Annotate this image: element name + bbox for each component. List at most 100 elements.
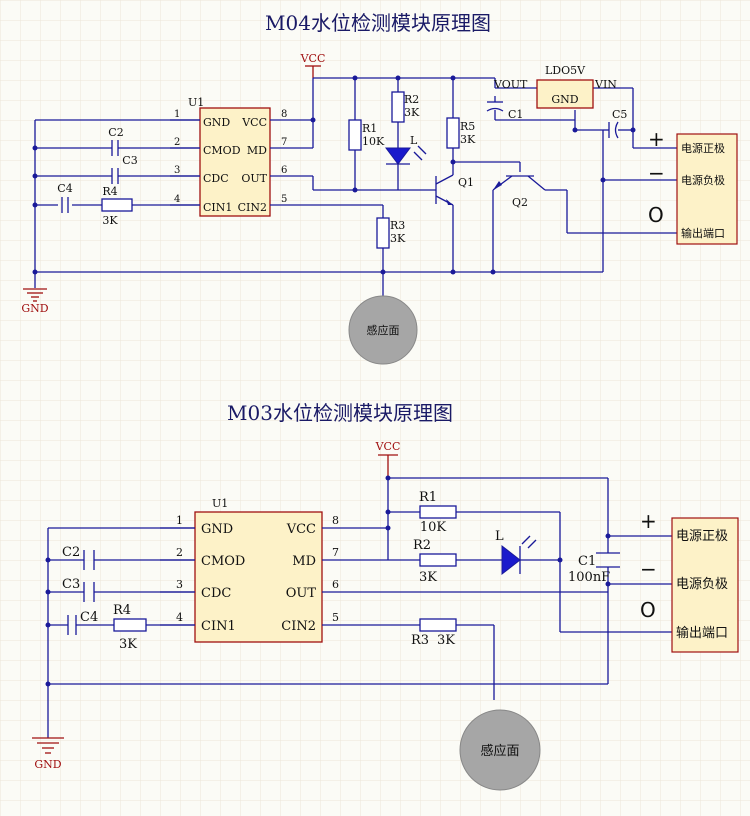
m04-transistor-q2: Q2: [492, 175, 546, 209]
m04-ldo-label: LDO5V: [545, 64, 586, 77]
m04-pinnum-1: 1: [174, 109, 180, 120]
m03-r2-value: 3K: [419, 570, 437, 585]
m03-r3-label: R3: [411, 633, 429, 648]
m04-capacitor-c2: C2: [108, 126, 130, 156]
m04-pin-cin1: CIN1: [203, 201, 232, 214]
m03-pin-cdc: CDC: [201, 586, 231, 601]
m03-r1-label: R1: [419, 490, 437, 505]
m03-resistor-r2: R2 3K: [413, 538, 457, 585]
m03-ic-u1: U1 GND CMOD CDC CIN1 VCC MD OUT CIN2 1 2…: [160, 497, 356, 643]
m04-ic-u1: U1 GND CMOD CDC CIN1 VCC MD OUT CIN2 1 2…: [170, 96, 290, 217]
m04-resistor-r2: R2 3K: [391, 91, 420, 123]
m04-term-out: 输出端口: [681, 226, 725, 240]
m03-led: L: [495, 529, 537, 576]
m04-r3-label: R3: [390, 219, 405, 232]
m03-capacitor-c2: C2: [62, 545, 95, 570]
m04-pinnum-8: 8: [281, 109, 287, 120]
m04-terminal-block: 电源正极 电源负极 输出端口 + − O: [648, 127, 738, 245]
m03-led-label: L: [495, 529, 504, 544]
m04-c4-label: C4: [57, 182, 72, 195]
m03-pin-gnd: GND: [201, 522, 233, 537]
m03-pin-cmod: CMOD: [201, 554, 245, 569]
m03-c1-value: 100nF: [568, 570, 610, 585]
m03-resistor-r1: R1 10K: [419, 490, 457, 535]
m04-r4-label: R4: [102, 185, 117, 198]
m03-pinnum-2: 2: [176, 546, 183, 559]
m03-sensor-label: 感应面: [480, 743, 519, 759]
m04-vcc-symbol: VCC: [300, 52, 326, 78]
m04-minus-sign: −: [648, 161, 665, 185]
m03-r3-value: 3K: [437, 633, 455, 648]
m03-pinnum-3: 3: [176, 578, 183, 591]
m04-vout-label: VOUT: [493, 78, 528, 91]
m04-pin-vcc: VCC: [241, 116, 267, 129]
m04-r1-label: R1: [362, 122, 377, 135]
m03-r4-value: 3K: [119, 637, 137, 652]
m04-r5-label: R5: [460, 120, 475, 133]
m04-resistor-r1: R1 10K: [348, 119, 385, 151]
m03-wires: [47, 477, 672, 738]
m04-plus-sign: +: [648, 127, 665, 151]
m03-title: M03水位检测模块原理图: [227, 401, 453, 425]
m04-led-label: L: [410, 134, 418, 147]
m03-term-neg: 电源负极: [676, 577, 728, 592]
m03-pinnum-8: 8: [332, 514, 339, 527]
m04-capacitor-c1: C1: [486, 101, 523, 121]
m04-pin-md: MD: [247, 144, 267, 157]
m04-pinnum-2: 2: [174, 137, 180, 148]
m04-term-pos: 电源正极: [681, 141, 725, 155]
m03-pinnum-6: 6: [332, 578, 339, 591]
m04-transistor-q1: Q1: [435, 174, 474, 206]
m03-gnd-symbol: GND: [32, 737, 64, 771]
m03-pin-md: MD: [292, 554, 316, 569]
m03-vcc-label: VCC: [375, 440, 401, 453]
m04-r2-label: R2: [404, 93, 419, 106]
m04-pinnum-4: 4: [174, 194, 180, 205]
m04-led: L: [385, 134, 427, 165]
m03-pinnum-5: 5: [332, 611, 339, 624]
m04-resistor-r3: R3 3K: [376, 217, 406, 249]
m03-pin-cin2: CIN2: [281, 619, 316, 634]
m04-sensor-label: 感应面: [367, 323, 400, 337]
m03-terminal-block: 电源正极 电源负极 输出端口 + − O: [640, 509, 739, 653]
m04-r4-value: 3K: [102, 214, 118, 227]
m04-pinnum-6: 6: [281, 165, 287, 176]
m03-pinnum-7: 7: [332, 546, 339, 559]
m04-sensor-pad: 感应面: [348, 295, 418, 365]
m03-sensor-pad: 感应面: [459, 709, 541, 791]
m03-pinnum-1: 1: [176, 514, 183, 527]
m04-pin-cdc: CDC: [203, 172, 229, 185]
m04-r5-value: 3K: [460, 133, 476, 146]
m03-capacitor-c3: C3: [62, 577, 95, 602]
m04-c2-label: C2: [108, 126, 123, 139]
m04-title: M04水位检测模块原理图: [265, 11, 491, 35]
m03-minus-sign: −: [640, 557, 657, 581]
m04-c5-label: C5: [612, 108, 627, 121]
m04-capacitor-c3: C3: [111, 154, 138, 184]
m04-o-sign: O: [648, 203, 664, 227]
m04-c3-label: C3: [122, 154, 137, 167]
m03-resistor-r4: R4 3K: [113, 603, 147, 652]
m03-c3-label: C3: [62, 577, 80, 592]
m04-pin-cmod: CMOD: [203, 144, 241, 157]
m04-vin-label: VIN: [594, 78, 617, 91]
m04-pin-cin2: CIN2: [238, 201, 267, 214]
m03-vcc-symbol: VCC: [375, 440, 401, 478]
m04-vcc-label: VCC: [300, 52, 326, 65]
m04-gnd-label: GND: [21, 302, 48, 315]
m04-pin-gnd: GND: [203, 116, 230, 129]
m03-term-out: 输出端口: [676, 625, 728, 641]
m03-c1-label: C1: [578, 554, 596, 569]
m03-junctions: [45, 475, 611, 687]
m03-u1-label: U1: [212, 497, 228, 510]
m04-pinnum-7: 7: [281, 137, 287, 148]
m04-u1-label: U1: [188, 96, 204, 109]
m04-pin-out: OUT: [241, 172, 267, 185]
m04-pinnum-5: 5: [281, 194, 287, 205]
m03-capacitor-c1: C1 100nF: [568, 552, 620, 585]
m04-junctions: [32, 75, 636, 275]
m03-r2-label: R2: [413, 538, 431, 553]
